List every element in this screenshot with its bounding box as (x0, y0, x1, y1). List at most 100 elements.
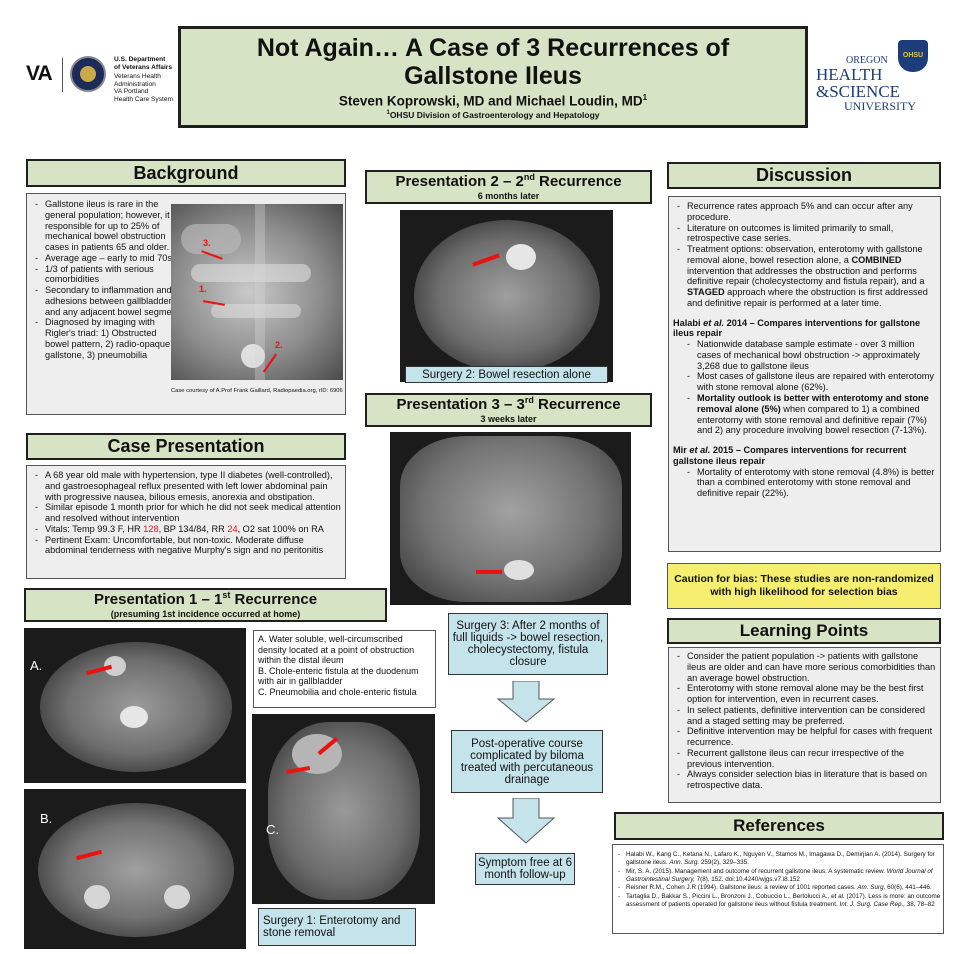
postop-text: Post-operative course complicated by bil… (460, 737, 594, 786)
case-item-vitals: Vitals: Temp 99.3 F, HR 128, BP 134/84, … (31, 524, 341, 535)
case-list: A 68 year old male with hypertension, ty… (31, 470, 341, 556)
mir-head-b: 2015 – Compares interventions for recurr… (673, 445, 907, 466)
findings-box: A. Water soluble, well-circumscribed den… (253, 630, 436, 708)
vitals-text-c: , O2 sat 100% on RA (237, 523, 324, 534)
vitals-hr: 128 (143, 523, 159, 534)
learning-item: Definitive intervention may be helpful f… (673, 726, 939, 748)
case-panel: A 68 year old male with hypertension, ty… (26, 465, 346, 579)
ohsu-line2: HEALTH (816, 65, 883, 84)
references-list: Halabi W., Kang C., Ketana N., Lafaro K.… (616, 851, 942, 910)
halabi-heading: Halabi et al. 2014 – Compares interventi… (673, 318, 939, 340)
discussion-list: Recurrence rates approach 5% and can occ… (673, 201, 939, 309)
pres3-heading-b: Recurrence (533, 396, 621, 414)
va-sub-line3: VA Portland (114, 88, 149, 96)
ref3-b: 60(6), 441–446. (885, 884, 932, 892)
pres1-heading: Presentation 1 – 1st Recurrence (presumi… (24, 588, 387, 622)
surgery3-text: Surgery 3: After 2 months of full liquid… (452, 620, 604, 668)
outcome-text: Symptom free at 6 month follow-up (478, 857, 572, 881)
background-list: Gallstone ileus is rare in the general p… (31, 199, 181, 360)
pres3-heading: Presentation 3 – 3rd Recurrence 3 weeks … (365, 393, 652, 427)
ref4-a: Tartaglia D., Bakkar S., Piccini L., Bro… (626, 893, 832, 901)
ref1-a: Halabi W., Kang C., Ketana N., Lafaro K.… (626, 851, 935, 866)
discussion-heading-text: Discussion (755, 165, 853, 185)
halabi-bold: Mortality outlook is better with enterot… (697, 393, 929, 414)
red-arrow-icon (262, 353, 278, 373)
ref3-a: Reisner R.M., Cohen J.R (1994). Gallston… (626, 884, 858, 892)
affiliation: 1OHSU Division of Gastroenterology and H… (386, 110, 599, 120)
affiliation-text: OHSU Division of Gastroenterology and He… (389, 109, 600, 120)
ct-image-c: C. (252, 714, 435, 904)
treat-staged: STAGED (687, 287, 725, 298)
mir-head-a: Mir (673, 445, 690, 456)
background-item: Diagnosed by imaging with Rigler's triad… (31, 317, 181, 360)
discussion-item-treatment: Treatment options: observation, enteroto… (673, 244, 939, 309)
discussion-panel: Recurrence rates approach 5% and can occ… (668, 196, 941, 552)
ct-image-surgery3 (390, 432, 631, 605)
references-heading-text: References (733, 816, 825, 835)
va-sub-line2: Administration (114, 80, 156, 88)
halabi-rest: when compared to 1) a combined enterotom… (697, 403, 927, 436)
halabi-head-a: Halabi (673, 317, 704, 328)
mir-item: Mortality of enterotomy with stone remov… (683, 467, 939, 499)
vitals-text-a: Vitals: Temp 99.3 F, HR (45, 523, 144, 534)
ct-label-c: C. (266, 822, 279, 837)
ct-image-surgery2 (400, 210, 613, 382)
va-divider (62, 58, 63, 92)
learning-heading: Learning Points (667, 618, 941, 644)
finding-c: C. Pneumobilia and chole-enteric fistula (258, 686, 417, 697)
reference-item: Halabi W., Kang C., Ketana N., Lafaro K.… (616, 851, 942, 867)
down-arrow-icon (496, 798, 556, 844)
surgery2-text: Surgery 2: Bowel resection alone (422, 368, 591, 381)
ref4-mid: (2017). Less is more: an outcome assessm… (626, 893, 941, 909)
discussion-item: Recurrence rates approach 5% and can occ… (673, 201, 939, 223)
halabi-item: Nationwide database sample estimate - ov… (683, 339, 939, 371)
surgery1-text: Surgery 1: Enterotomy and stone removal (263, 915, 401, 939)
background-panel: Gallstone ileus is rare in the general p… (26, 193, 346, 415)
discussion-heading: Discussion (667, 162, 941, 189)
va-sub-line4: Health Care System (114, 95, 173, 103)
finding-a: A. Water soluble, well-circumscribed den… (258, 634, 415, 666)
pres2-heading-title: Presentation 2 – 2nd Recurrence (395, 172, 621, 191)
xray-label-2: 2. (275, 340, 283, 350)
ohsu-shield-text: OHSU (902, 52, 924, 59)
xray-credit: Case courtesy of A.Prof Frank Gaillard, … (171, 388, 343, 394)
pres3-heading-title: Presentation 3 – 3rd Recurrence (396, 395, 621, 414)
ct-image-a: A. (24, 628, 246, 783)
surgery1-caption: Surgery 1: Enterotomy and stone removal (258, 908, 416, 946)
abdominal-xray-image: 3. 1. 2. (171, 204, 343, 380)
poster-title-line1: Not Again… A Case of 3 Recurrences of (256, 34, 730, 63)
background-item: 1/3 of patients with serious comorbiditi… (31, 264, 181, 286)
halabi-list: Nationwide database sample estimate - ov… (673, 339, 939, 436)
affiliation-sup: 1 (386, 109, 390, 116)
ref4-etal: et al. (831, 893, 845, 901)
authors-text: Steven Koprowski, MD and Michael Loudin,… (338, 93, 643, 109)
postop-caption: Post-operative course complicated by bil… (451, 730, 603, 793)
case-item: Pertinent Exam: Uncomfortable, but non-t… (31, 535, 341, 557)
pres1-heading-sup: st (222, 590, 231, 601)
mir-list: Mortality of enterotomy with stone remov… (673, 467, 939, 499)
pres3-subtitle: 3 weeks later (480, 413, 537, 424)
background-item: Secondary to inflammation and adhesions … (31, 285, 181, 317)
case-heading: Case Presentation (26, 433, 346, 460)
xray-label-1: 1. (199, 284, 207, 294)
reference-item: Reisner R.M., Cohen J.R (1994). Gallston… (616, 884, 942, 892)
down-arrow-icon (496, 681, 556, 723)
ref2-b: 7(8), 152. doi:10.4240/wjgs.v7.i8.152 (694, 875, 800, 883)
ohsu-line1: OREGON (846, 55, 888, 66)
reference-item: Mir, S. A. (2015). Management and outcom… (616, 868, 942, 884)
caution-box: Caution for bias: These studies are non-… (667, 563, 941, 609)
ct-image-b: B. (24, 789, 246, 949)
ref3-journal: Am. Surg, (857, 884, 886, 892)
vitals-rr: 24 (227, 523, 238, 534)
learning-item: Recurrent gallstone ileus can recur irre… (673, 748, 939, 770)
ref2-journal: World Journal of Gastrointestinal Surger… (626, 867, 933, 883)
background-heading: Background (26, 159, 346, 187)
learning-list: Consider the patient population -> patie… (673, 651, 939, 791)
red-arrow-icon (476, 570, 502, 574)
case-item: A 68 year old male with hypertension, ty… (31, 470, 341, 502)
va-dept-line2: of Veterans Affairs (114, 63, 173, 71)
treat-b: intervention that addresses the obstruct… (687, 265, 925, 287)
ref2-a: Mir, S. A. (2015). Management and outcom… (626, 867, 887, 875)
ref4-journal: Int. J. Surg. Case Rep., (839, 901, 905, 909)
references-panel: Halabi W., Kang C., Ketana N., Lafaro K.… (612, 844, 944, 934)
